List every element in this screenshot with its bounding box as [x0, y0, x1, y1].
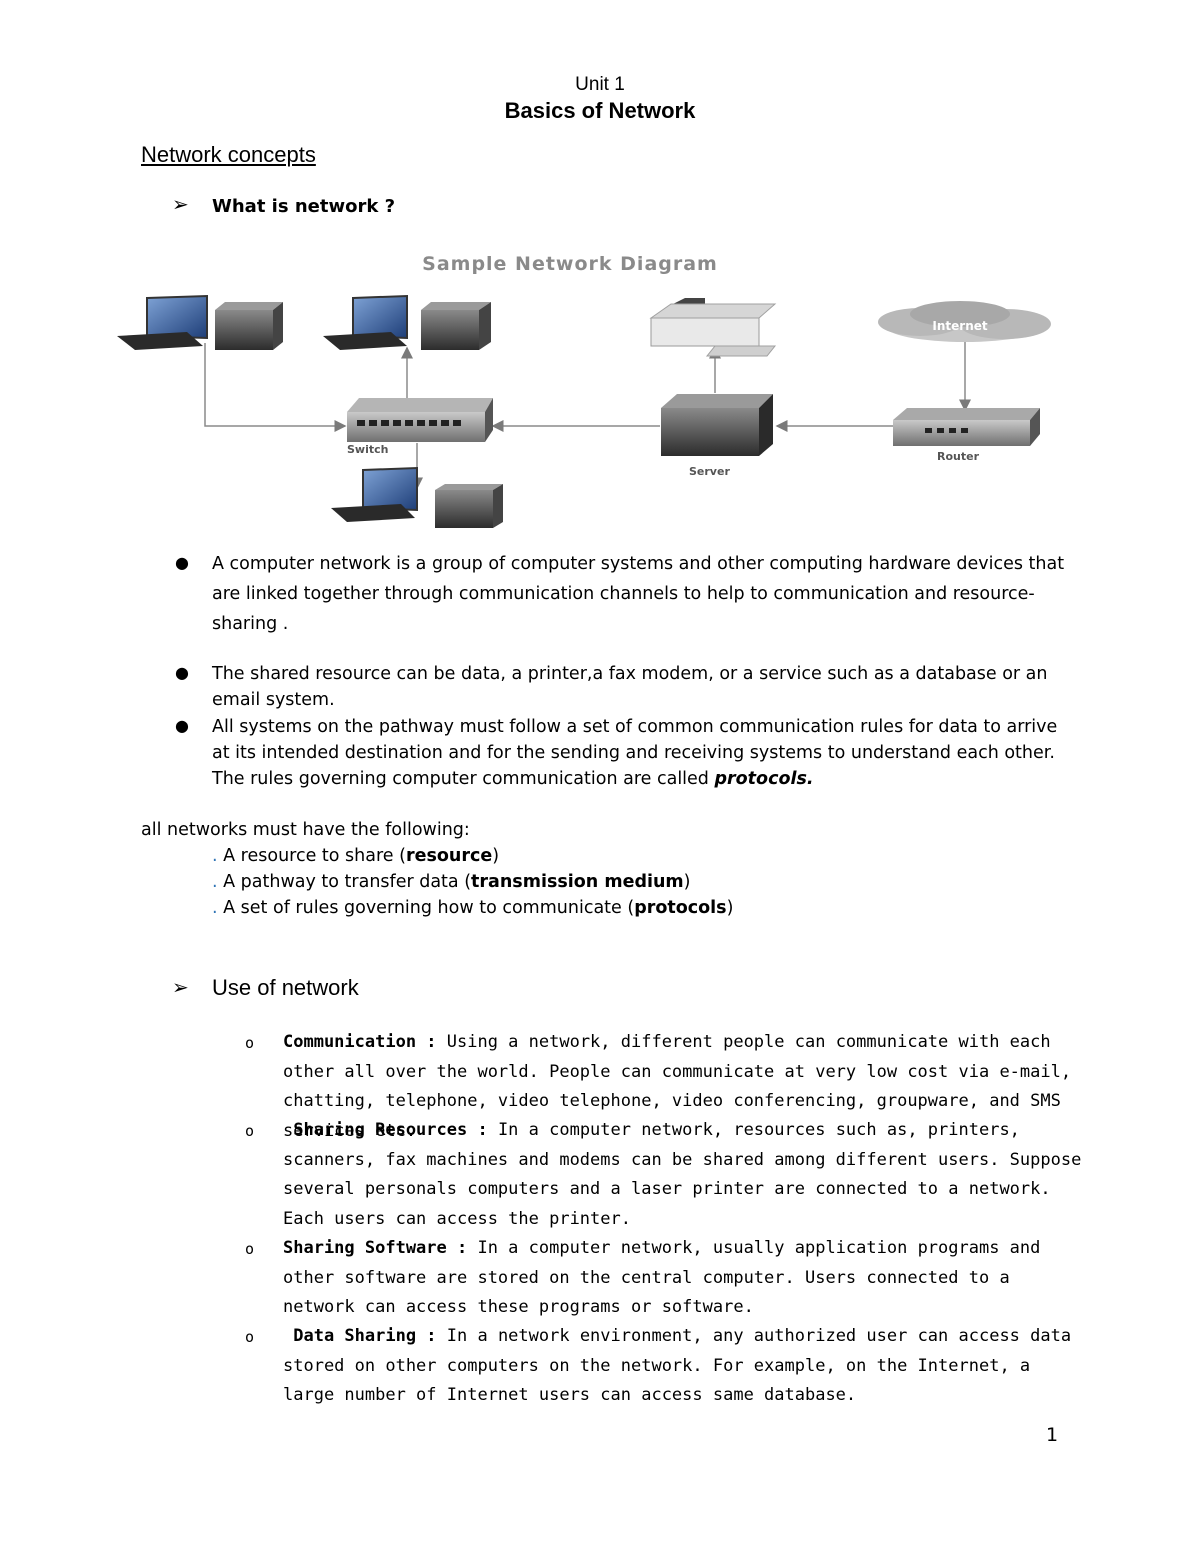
requirement-term: protocols — [634, 898, 727, 918]
requirement-text: ) — [683, 872, 691, 892]
use-term: Sharing Software : — [283, 1238, 468, 1258]
requirement-text: ) — [492, 846, 500, 866]
use-description: In a computer network, usually applicati… — [283, 1238, 1041, 1317]
requirement-term: transmission medium — [471, 872, 684, 892]
computer-icon — [323, 294, 491, 350]
requirement-text: ) — [726, 898, 734, 918]
section-heading: Network concepts — [141, 142, 316, 167]
requirement-text: A resource to share ( — [217, 846, 406, 866]
circle-bullet-icon: o — [245, 1122, 255, 1140]
bullet-dot-icon: ● — [175, 553, 189, 572]
circle-bullet-icon: o — [245, 1328, 255, 1346]
requirement-dot: . — [212, 898, 218, 918]
use-item: Sharing Software : In a computer network… — [283, 1234, 1083, 1323]
use-term: Communication : — [283, 1032, 437, 1052]
bullet-text: The shared resource can be data, a print… — [212, 664, 1048, 710]
use-item: Data Sharing : In a network environment,… — [283, 1322, 1083, 1411]
bullet-text: All systems on the pathway must follow a… — [212, 714, 1072, 792]
arrow-bullet-icon: ➢ — [172, 192, 189, 216]
router-icon — [893, 408, 1040, 446]
network-diagram: Sample Network Diagram — [55, 238, 1115, 538]
bullet-text: A computer network is a group of compute… — [212, 554, 1065, 634]
requirement-text: A pathway to transfer data ( — [217, 872, 472, 892]
unit-label: Unit 1 — [575, 74, 625, 95]
requirements-intro: all networks must have the following: — [141, 820, 470, 840]
printer-icon — [649, 298, 777, 357]
use-description: Using a network, different people can co… — [283, 1032, 1072, 1141]
bullet-dot-icon: ● — [175, 716, 189, 735]
cloud-icon — [878, 301, 1051, 342]
use-heading: Use of network — [212, 975, 359, 1000]
use-item: Communication : Using a network, differe… — [283, 1028, 1083, 1146]
requirement-item: . A resource to share (resource) — [212, 846, 499, 866]
page-title: Basics of Network — [504, 98, 696, 123]
arrow-bullet-icon: ➢ — [172, 975, 189, 999]
use-term: Data Sharing : — [283, 1326, 437, 1346]
computer-icon — [331, 466, 503, 528]
switch-icon — [347, 398, 493, 442]
server-label: Server — [689, 465, 730, 478]
server-icon — [661, 394, 773, 456]
requirement-text: A set of rules governing how to communic… — [217, 898, 635, 918]
circle-bullet-icon: o — [245, 1034, 255, 1052]
circle-bullet-icon: o — [245, 1240, 255, 1258]
use-description: In a computer network, resources such as… — [283, 1120, 1082, 1229]
internet-label: Internet — [932, 319, 987, 333]
router-label: Router — [937, 450, 980, 463]
use-item: Sharing Resources : In a computer networ… — [283, 1116, 1083, 1234]
link-pc1-switch — [204, 343, 347, 432]
switch-label: Switch — [347, 443, 388, 456]
use-term: Sharing Resources : — [283, 1120, 488, 1140]
requirement-item: . A pathway to transfer data (transmissi… — [212, 872, 691, 892]
question-heading: What is network ? — [212, 196, 396, 217]
bullet-dot-icon: ● — [175, 663, 189, 682]
diagram-title: Sample Network Diagram — [422, 253, 718, 275]
bullet-text-main: All systems on the pathway must follow a… — [212, 717, 1058, 789]
page-number: 1 — [1046, 1424, 1059, 1446]
protocols-term: protocols. — [714, 769, 814, 789]
requirement-item: . A set of rules governing how to commun… — [212, 898, 733, 918]
requirement-dot: . — [212, 846, 218, 866]
use-description: In a network environment, any authorized… — [283, 1326, 1072, 1405]
requirement-dot: . — [212, 872, 218, 892]
requirement-term: resource — [405, 846, 493, 866]
computer-icon — [117, 294, 283, 350]
